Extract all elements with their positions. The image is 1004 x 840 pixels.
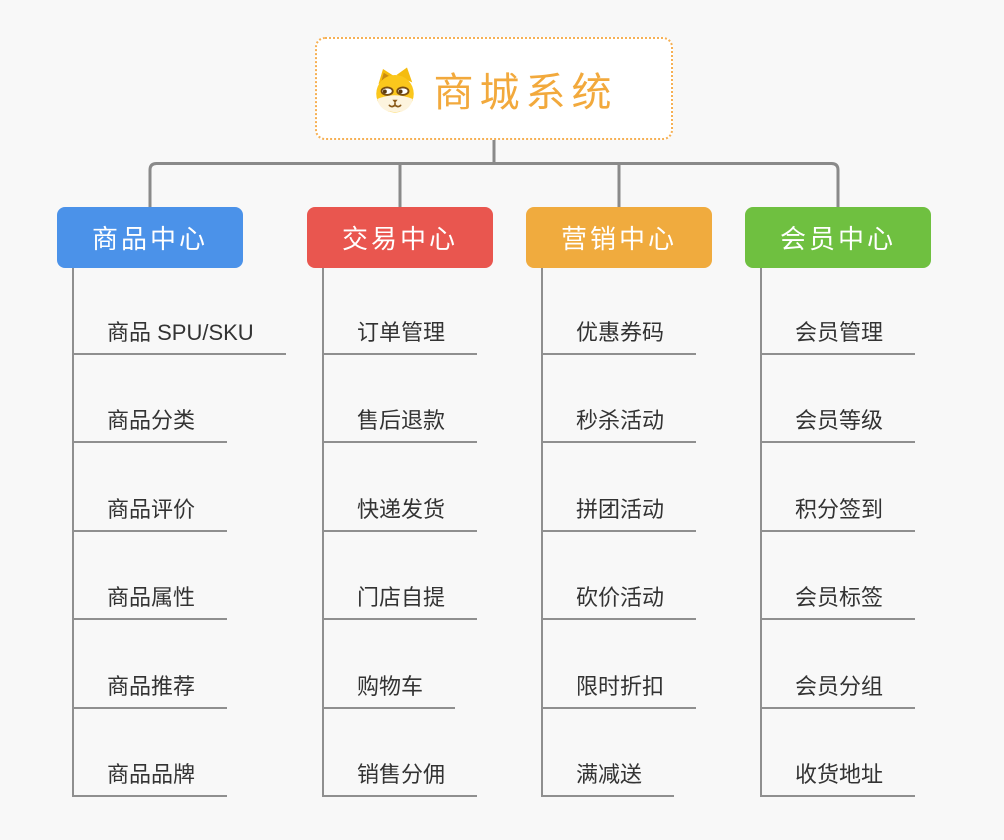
leaf-node[interactable]: 收货地址 bbox=[762, 709, 916, 797]
leaf-node[interactable]: 快递发货 bbox=[324, 443, 478, 532]
leaf-node[interactable]: 商品分类 bbox=[74, 355, 228, 444]
root-node-mall-system[interactable]: 商城系统 bbox=[315, 37, 673, 140]
leaf-node[interactable]: 会员分组 bbox=[762, 620, 916, 709]
leaf-node[interactable]: 商品属性 bbox=[74, 532, 228, 621]
dog-face-icon bbox=[375, 67, 414, 112]
leaf-node[interactable]: 会员等级 bbox=[762, 355, 916, 444]
leaf-column-product: 商品 SPU/SKU 商品分类 商品评价 商品属性 商品推荐 商品品牌 bbox=[72, 268, 286, 797]
leaf-node[interactable]: 商品评价 bbox=[74, 443, 228, 532]
leaf-node[interactable]: 门店自提 bbox=[324, 532, 478, 621]
leaf-column-marketing: 优惠券码 秒杀活动 拼团活动 砍价活动 限时折扣 满减送 bbox=[541, 268, 697, 797]
leaf-node[interactable]: 售后退款 bbox=[324, 355, 478, 444]
leaf-column-member: 会员管理 会员等级 积分签到 会员标签 会员分组 收货地址 bbox=[760, 268, 916, 797]
leaf-node[interactable]: 限时折扣 bbox=[543, 620, 697, 709]
leaf-node[interactable]: 秒杀活动 bbox=[543, 355, 697, 444]
branch-node-member-center[interactable]: 会员中心 bbox=[745, 207, 931, 268]
leaf-node[interactable]: 砍价活动 bbox=[543, 532, 697, 621]
leaf-node[interactable]: 拼团活动 bbox=[543, 443, 697, 532]
leaf-node[interactable]: 积分签到 bbox=[762, 443, 916, 532]
leaf-node[interactable]: 销售分佣 bbox=[324, 709, 478, 797]
leaf-node[interactable]: 优惠券码 bbox=[543, 268, 697, 355]
branch-node-product-center[interactable]: 商品中心 bbox=[57, 207, 243, 268]
leaf-node[interactable]: 商品 SPU/SKU bbox=[74, 268, 286, 355]
leaf-node[interactable]: 商品品牌 bbox=[74, 709, 228, 797]
leaf-column-trade: 订单管理 售后退款 快递发货 门店自提 购物车 销售分佣 bbox=[322, 268, 478, 797]
leaf-node[interactable]: 购物车 bbox=[324, 620, 456, 709]
leaf-node[interactable]: 订单管理 bbox=[324, 268, 478, 355]
root-node-title: 商城系统 bbox=[433, 70, 618, 115]
leaf-node[interactable]: 满减送 bbox=[543, 709, 675, 797]
branch-node-marketing-center[interactable]: 营销中心 bbox=[526, 207, 712, 268]
leaf-node[interactable]: 商品推荐 bbox=[74, 620, 228, 709]
branch-node-trade-center[interactable]: 交易中心 bbox=[307, 207, 493, 268]
leaf-node[interactable]: 会员管理 bbox=[762, 268, 916, 355]
leaf-node[interactable]: 会员标签 bbox=[762, 532, 916, 621]
